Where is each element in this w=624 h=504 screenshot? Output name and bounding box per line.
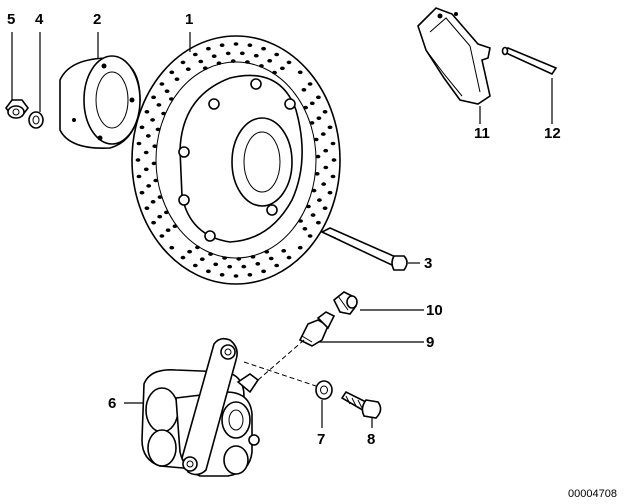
- part-10-bleeder-cap[interactable]: [332, 291, 358, 315]
- callout-7: 7: [317, 431, 325, 448]
- alignment-line: [243, 361, 323, 389]
- part-12-pin[interactable]: [501, 46, 558, 76]
- callout-4: 4: [35, 11, 44, 28]
- part-6-brake-caliper[interactable]: [141, 337, 260, 477]
- callout-8: 8: [367, 431, 375, 448]
- part-1-brake-disc[interactable]: [131, 35, 341, 285]
- callout-12: 12: [544, 125, 561, 142]
- disc-drill-holes: [135, 42, 337, 278]
- callout-2: 2: [93, 11, 101, 28]
- part-2-spacer-ring[interactable]: [59, 55, 141, 149]
- callout-3: 3: [424, 255, 432, 272]
- callout-9: 9: [426, 334, 434, 351]
- callout-6: 6: [108, 395, 116, 412]
- callout-10: 10: [426, 302, 443, 319]
- reference-number: 00004708: [568, 488, 617, 500]
- part-4-washer[interactable]: [28, 111, 44, 129]
- part-3-long-bolt[interactable]: [320, 227, 408, 271]
- part-8-caliper-bolt[interactable]: [340, 390, 382, 419]
- part-11-brake-pads[interactable]: [417, 7, 491, 105]
- alignment-line-bleeder: [257, 339, 305, 381]
- part-5-nut[interactable]: [5, 99, 29, 119]
- callout-1: 1: [185, 11, 193, 28]
- part-9-bleeder-screw[interactable]: [298, 311, 336, 347]
- part-7-washer[interactable]: [315, 380, 333, 400]
- callout-11: 11: [474, 125, 490, 142]
- callout-5: 5: [7, 11, 15, 28]
